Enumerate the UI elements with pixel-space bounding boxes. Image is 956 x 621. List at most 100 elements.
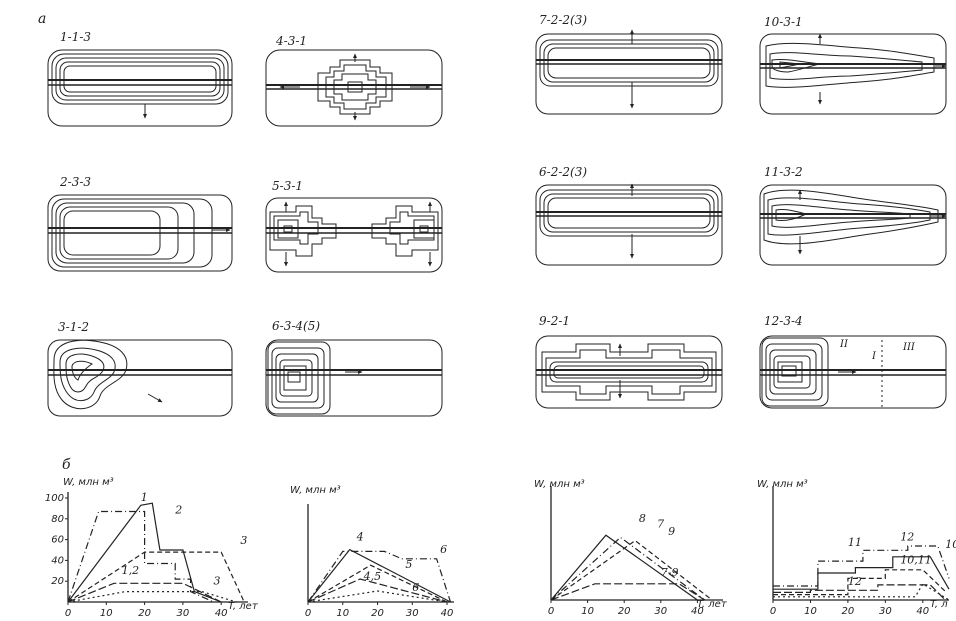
- chart-3-xtick: 40: [691, 606, 704, 617]
- chart-1-series-label: 1,2: [122, 564, 140, 577]
- chart-3-xtick: 20: [618, 606, 631, 617]
- panel-label-4-3-1: 4-3-1: [276, 34, 308, 48]
- chart-3-xtick: 10: [581, 606, 594, 617]
- chart-2-xtick: 40: [441, 608, 454, 619]
- chart-1-series-label: 3: [214, 574, 221, 587]
- chart-1-ytick: 60: [51, 535, 64, 546]
- section-a-label: а: [38, 11, 47, 27]
- chart-3-series-7-9: [550, 583, 706, 601]
- chart-2-xtick: 0: [305, 608, 311, 619]
- chart-1-xtick: 0: [65, 608, 71, 619]
- panel-label-2-3-3: 2-3-3: [60, 175, 92, 189]
- chart-1-series-2: [67, 510, 214, 603]
- chart-2-series-label: 4: [356, 530, 364, 543]
- chart-2-xtick: 10: [336, 608, 349, 619]
- chart-4-xtick: 40: [916, 606, 929, 617]
- scheme-4-3-1: [265, 49, 443, 127]
- chart-4-series-label: 11: [848, 536, 862, 549]
- chart-2-series-label: 5: [405, 558, 412, 571]
- panel-label-6-3-4: 6-3-4(5): [272, 319, 321, 333]
- panel-label-11-3-2: 11-3-2: [764, 165, 803, 179]
- chart-1-series-1: [67, 502, 222, 603]
- chart-1-ytick: 100: [45, 493, 64, 504]
- panel-label-7-2-2: 7-2-2(3): [539, 13, 588, 27]
- chart-2-series-5: [307, 564, 448, 603]
- chart-1-xtick: 30: [177, 608, 190, 619]
- scheme-12-3-4: [759, 335, 947, 409]
- chart1-ylabel: W, млн м³: [63, 477, 114, 488]
- chart-1-ytick: 80: [51, 514, 64, 525]
- chart-4-series-10,11: [773, 569, 946, 596]
- panel-label-1-1-3: 1-1-3: [60, 30, 92, 44]
- chart-2-xtick: 20: [371, 608, 384, 619]
- chart-1-xtick: 40: [215, 608, 228, 619]
- panel-label-10-3-1: 10-3-1: [764, 15, 803, 29]
- section-b-label: б: [62, 457, 71, 473]
- scheme-2-3-3: [47, 194, 233, 272]
- scheme-6-3-4-5: [265, 339, 443, 417]
- panel-label-3-1-2: 3-1-2: [58, 320, 90, 334]
- chart-2-series-label: 6: [440, 543, 447, 556]
- panel-label-6-2-2: 6-2-2(3): [539, 165, 588, 179]
- chart-3-series-label: 7: [657, 518, 664, 531]
- chart-2-series-label: 6: [412, 581, 419, 594]
- chart-2-series-4: [307, 548, 451, 603]
- chart3-xlabel: T, лет: [697, 599, 727, 610]
- chart-2-xtick: 30: [406, 608, 419, 619]
- zone-label-iii: III: [903, 342, 915, 353]
- chart-1-series-label: 3: [240, 534, 247, 547]
- chart-3-series-label: 8: [639, 512, 646, 525]
- chart-1-ytick: 20: [51, 576, 64, 587]
- chart-1-xtick: 10: [100, 608, 113, 619]
- chart-3-series-7: [550, 536, 706, 601]
- chart-3-xtick: 0: [548, 606, 554, 617]
- panel-label-12-3-4: 12-3-4: [764, 314, 803, 328]
- chart-4-series-10: [773, 582, 950, 601]
- chart-4-series-12: [773, 584, 946, 601]
- scheme-11-3-2: [759, 184, 947, 266]
- scheme-3-1-2: [47, 339, 233, 417]
- chart-3-series-9: [550, 539, 713, 601]
- chart2-ylabel: W, млн м³: [290, 485, 341, 496]
- chart-3-series-8: [550, 534, 698, 601]
- chart-4-series-label: 12: [848, 575, 862, 588]
- zone-label-i: I: [872, 351, 876, 362]
- chart-1-series-3: [67, 551, 245, 603]
- chart-3-series-label: 9: [668, 525, 675, 538]
- scheme-9-2-1: [535, 335, 723, 409]
- chart-4-xtick: 20: [842, 606, 855, 617]
- scheme-1-1-3: [47, 49, 233, 127]
- chart-1-xtick: 20: [138, 608, 151, 619]
- zone-label-ii: II: [840, 339, 848, 350]
- chart-2-series-6: [307, 550, 452, 603]
- panel-label-9-2-1: 9-2-1: [539, 314, 571, 328]
- chart-1-ytick: 40: [51, 555, 64, 566]
- chart1-xlabel: T, лет: [228, 601, 258, 612]
- chart4-ylabel: W, млн м³: [757, 479, 808, 490]
- chart-4-series-label: 10,11: [900, 553, 932, 566]
- chart-4-xtick: 30: [879, 606, 892, 617]
- chart-1: 0 10 20 30 40 20 40 60 80 100 1 2 3 1,2 3: [45, 491, 248, 619]
- chart-4-series-label: 10: [945, 538, 956, 551]
- chart-4-xtick: 0: [770, 606, 776, 617]
- chart-1-series-1,2: [67, 582, 222, 603]
- chart-3-series-label: 7-9: [661, 566, 679, 579]
- chart-1-series-label: 1: [141, 491, 148, 504]
- chart-4-series-label: 12: [900, 531, 914, 544]
- chart3-ylabel: W, млн м³: [534, 479, 585, 490]
- chart-2-series-6: [307, 590, 448, 603]
- chart-1-series-3: [67, 591, 237, 603]
- scheme-7-2-2-3: [535, 29, 723, 115]
- chart-3-xtick: 30: [654, 606, 667, 617]
- panel-label-5-3-1: 5-3-1: [272, 179, 304, 193]
- chart-1-series-label: 2: [174, 504, 182, 517]
- chart-2-series-label: 4,5: [363, 570, 382, 583]
- scheme-5-3-1: [265, 197, 443, 273]
- chart4-xlabel: T, л: [930, 599, 948, 610]
